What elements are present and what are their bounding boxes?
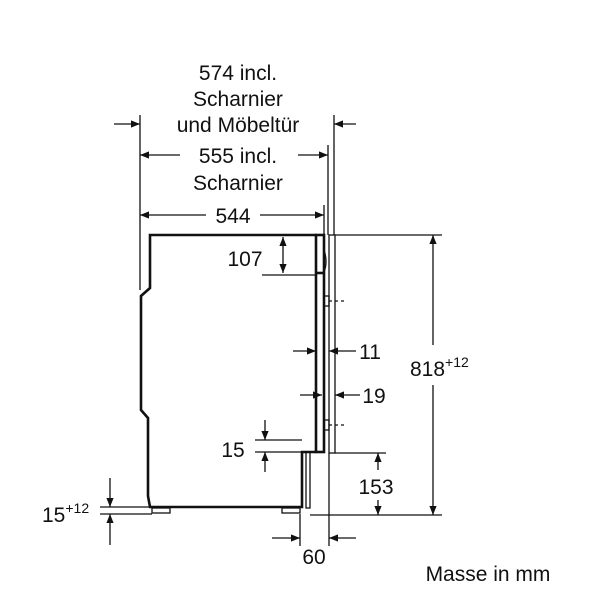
dim-19: 19 bbox=[362, 385, 385, 408]
machine-outline bbox=[139, 233, 345, 514]
dim-153: 153 bbox=[358, 476, 393, 499]
units-note: Masse in mm bbox=[426, 563, 551, 586]
dim-107: 107 bbox=[227, 248, 262, 271]
foot-left bbox=[151, 507, 171, 514]
dim-15-recess: 15 bbox=[221, 439, 244, 462]
dim-818: 818+12 bbox=[410, 354, 469, 381]
furniture-door bbox=[328, 234, 336, 454]
dim-15-foot: 15+12 bbox=[42, 500, 89, 527]
dim-574-line3: und Möbeltür bbox=[177, 114, 300, 137]
dim-574-line1: 574 incl. bbox=[199, 62, 277, 85]
dim-555-line2: Scharnier bbox=[193, 172, 283, 195]
dim-574-line2: Scharnier bbox=[193, 88, 283, 111]
dim-11: 11 bbox=[359, 341, 381, 364]
foot-right bbox=[281, 507, 301, 514]
dim-555-line1: 555 incl. bbox=[199, 145, 277, 168]
dim-544: 544 bbox=[215, 205, 250, 228]
plinth bbox=[305, 451, 311, 509]
dim-60: 60 bbox=[302, 546, 325, 569]
